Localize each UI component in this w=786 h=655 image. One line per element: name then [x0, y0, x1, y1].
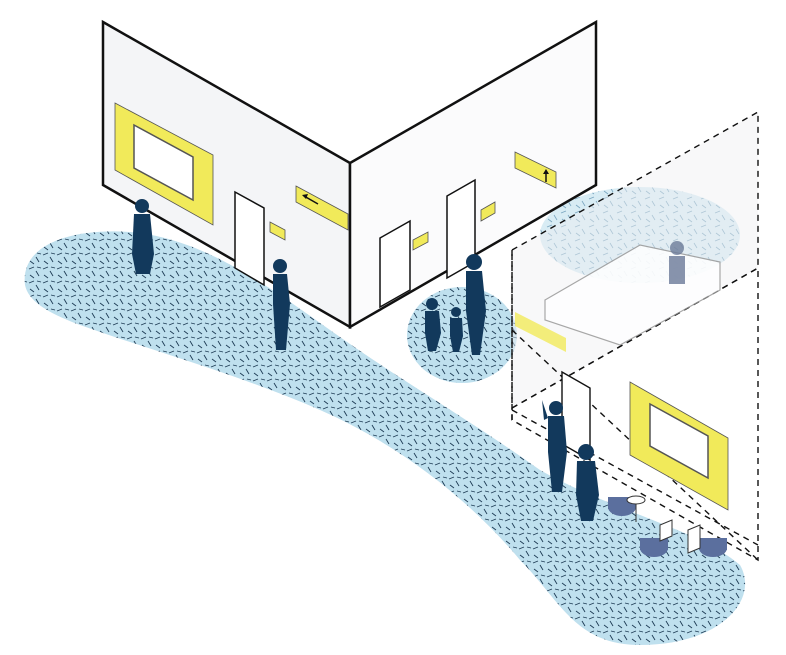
- door-left[interactable]: [234, 190, 265, 287]
- small-sign: [269, 221, 286, 241]
- wayfinding-sign-ghost: [515, 312, 566, 352]
- lounge-seating: [608, 495, 727, 557]
- right-wall: [348, 19, 598, 330]
- person-waving: [542, 400, 567, 492]
- floor-zone-main: [24, 231, 746, 645]
- person-walking: [576, 444, 599, 521]
- person-standing-left: [132, 199, 154, 274]
- small-sign-right-2: [480, 201, 496, 222]
- small-sign-right-1: [412, 231, 429, 251]
- people: [132, 199, 685, 521]
- door-right-1[interactable]: [379, 219, 411, 309]
- arrow-left-icon: [302, 194, 319, 205]
- arrow-up-icon: [543, 169, 549, 182]
- person-at-desk: [669, 241, 685, 284]
- person-phone: [273, 259, 290, 350]
- display-screen: [133, 123, 194, 202]
- display-screen-2: [649, 402, 709, 480]
- wayfinding-sign-left: [295, 185, 349, 231]
- person-adult-family: [466, 254, 486, 355]
- person-child-2: [450, 307, 463, 352]
- person-child-1: [425, 298, 441, 351]
